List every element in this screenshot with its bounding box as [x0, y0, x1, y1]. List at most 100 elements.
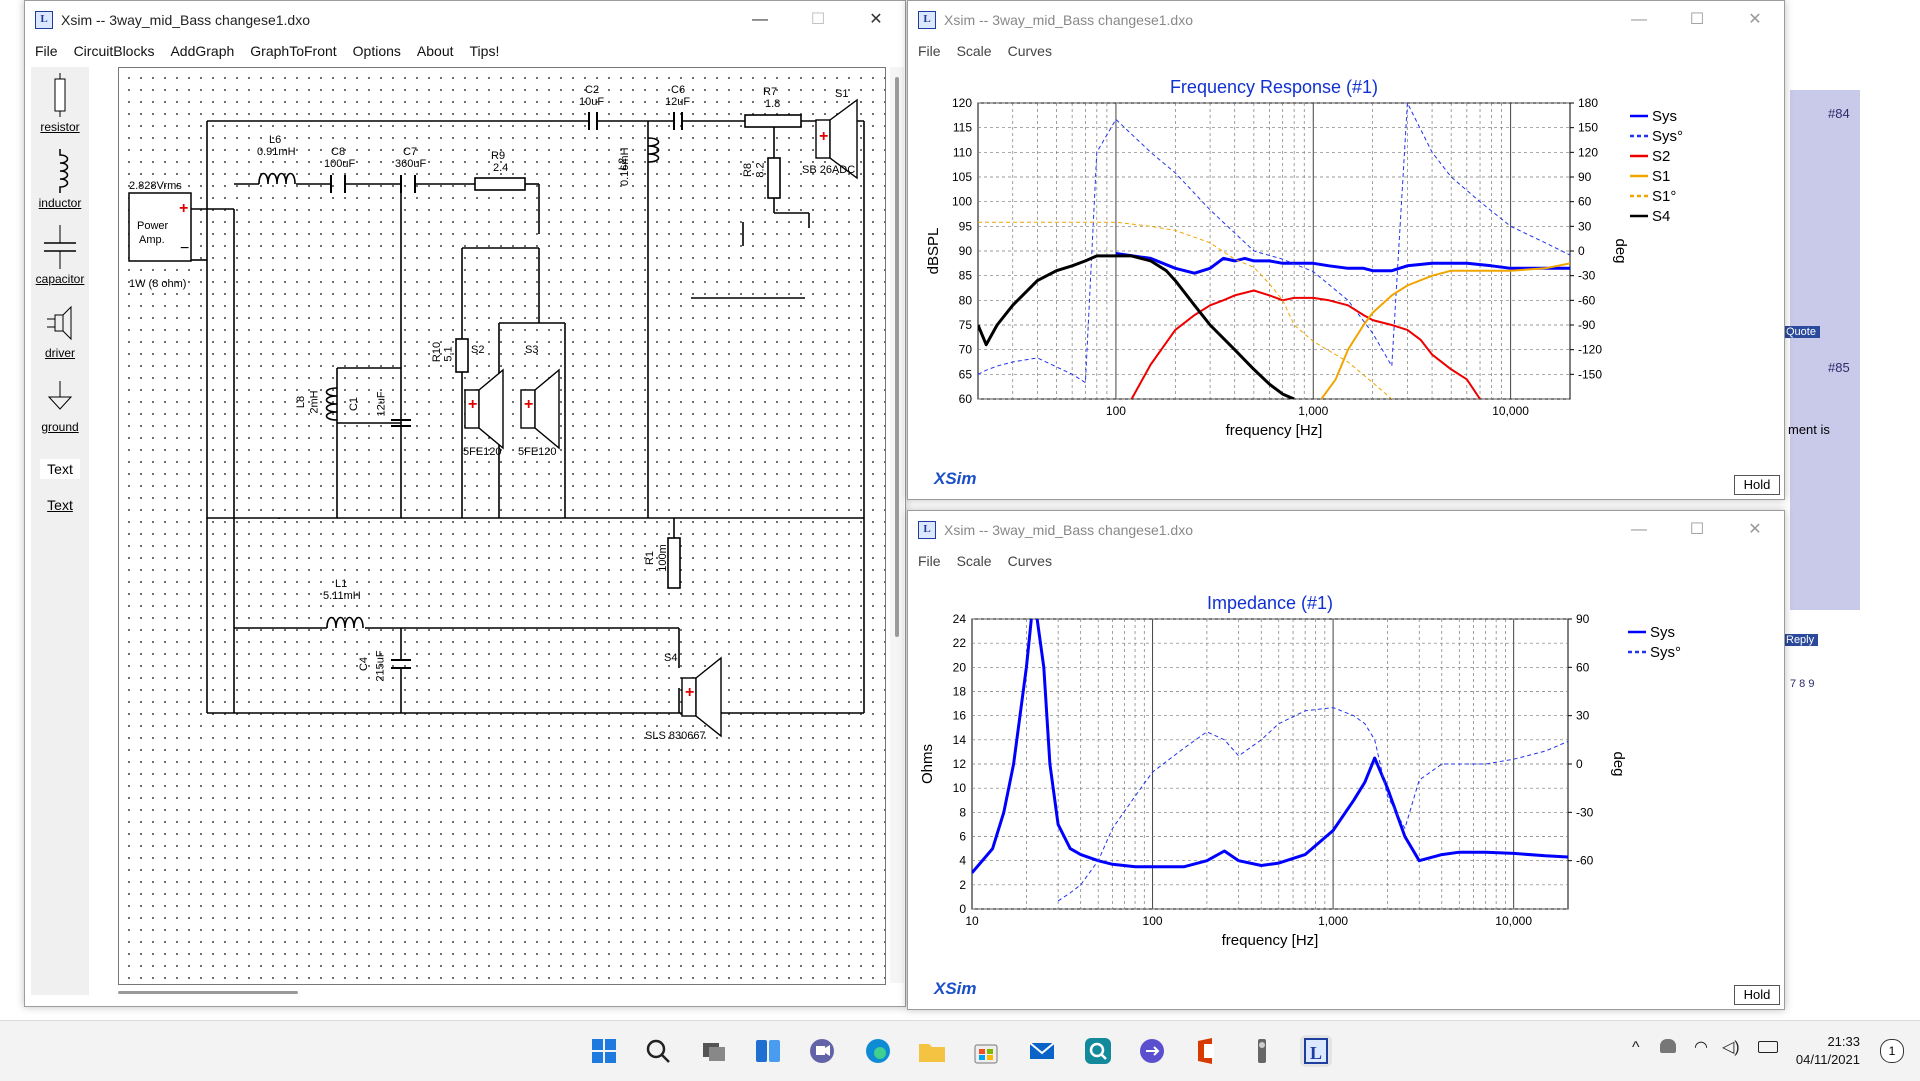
post-85-label: #85 [1828, 360, 1850, 375]
tool-ground[interactable]: ground [31, 377, 89, 434]
minimize-button[interactable]: — [752, 11, 768, 28]
schematic-horizontal-scrollbar[interactable] [118, 987, 884, 997]
tool-ground-label: ground [41, 420, 79, 434]
close-button[interactable]: ✕ [1748, 11, 1762, 28]
menu-about[interactable]: About [416, 43, 454, 59]
r1-value: 100m [656, 544, 669, 572]
y-tick-label: 75 [959, 318, 973, 332]
system-clock[interactable]: 21:33 04/11/2021 [1796, 1033, 1860, 1069]
battery-icon[interactable] [1758, 1041, 1778, 1053]
menu-file[interactable]: File [918, 553, 941, 569]
magnifier-app-icon[interactable] [1082, 1035, 1114, 1067]
freq-response-window: L Xsim -- 3way_mid_Bass changese1.dxo — … [907, 0, 1785, 500]
minimize-button[interactable]: — [1631, 11, 1647, 28]
tool-inductor[interactable]: inductor [31, 149, 89, 210]
notification-badge[interactable]: 1 [1880, 1039, 1904, 1063]
r9-label: R9 [491, 150, 506, 162]
store-icon[interactable] [970, 1035, 1002, 1067]
y2-tick-label: 90 [1578, 170, 1592, 184]
close-button[interactable]: ✕ [1748, 521, 1762, 538]
tool-text-link[interactable]: Text [31, 497, 89, 513]
wifi-icon[interactable]: ◠ [1694, 1039, 1708, 1056]
y-tick-label: 12 [953, 757, 967, 771]
mail-icon[interactable] [1026, 1035, 1058, 1067]
svg-text:+: + [819, 128, 828, 145]
hold-button[interactable]: Hold [1734, 985, 1780, 1005]
y2-tick-label: 60 [1576, 660, 1590, 674]
y-tick-label: 6 [959, 830, 966, 844]
file-explorer-icon[interactable] [916, 1035, 948, 1067]
tool-capacitor[interactable]: capacitor [31, 225, 89, 286]
svg-text:+: + [524, 396, 533, 413]
widgets-icon[interactable] [752, 1035, 784, 1067]
office-icon[interactable] [1190, 1035, 1222, 1067]
menu-options[interactable]: Options [352, 43, 401, 59]
menu-file[interactable]: File [918, 43, 941, 59]
menu-scale[interactable]: Scale [956, 553, 992, 569]
search-icon[interactable] [642, 1035, 674, 1067]
menu-file[interactable]: File [35, 43, 58, 59]
x-tick-label: 10 [965, 914, 979, 928]
maximize-button[interactable]: ☐ [1689, 521, 1705, 538]
hold-button[interactable]: Hold [1734, 475, 1780, 495]
chart-title: Frequency Response (#1) [1170, 77, 1378, 97]
task-view-icon[interactable] [698, 1035, 730, 1067]
y-axis-label: dBSPL [925, 228, 942, 275]
schematic-vertical-scrollbar[interactable] [890, 67, 904, 983]
edge-icon[interactable] [862, 1035, 894, 1067]
x-axis-label: frequency [Hz] [1222, 932, 1319, 949]
schematic-vscroll-thumb[interactable] [895, 77, 899, 637]
schematic-canvas[interactable]: ++ ++ + − C2 10uF C6 12uF R7 1.8 S1 SB 2… [118, 67, 886, 985]
imp-titlebar[interactable]: L Xsim -- 3way_mid_Bass changese1.dxo — … [908, 511, 1784, 549]
remote-app-icon[interactable] [1136, 1035, 1168, 1067]
start-icon[interactable] [588, 1035, 620, 1067]
c7-label: C7 [403, 146, 418, 158]
schematic-menubar: File CircuitBlocks AddGraph GraphToFront… [25, 39, 905, 63]
chat-icon[interactable] [806, 1035, 838, 1067]
s2-value: 5FE120 [463, 446, 502, 458]
volume-icon[interactable]: ◁) [1722, 1039, 1740, 1056]
tray-app-icon[interactable] [1660, 1039, 1676, 1053]
x-tick-label: 100 [1106, 404, 1126, 418]
tool-text[interactable]: Text [31, 459, 89, 479]
minimize-button[interactable]: — [1631, 521, 1647, 538]
freq-titlebar[interactable]: L Xsim -- 3way_mid_Bass changese1.dxo — … [908, 1, 1784, 39]
maximize-button[interactable]: ☐ [810, 11, 826, 28]
menu-curves[interactable]: Curves [1007, 43, 1052, 59]
inductor-icon [59, 149, 69, 193]
chart-title: Impedance (#1) [1207, 593, 1333, 613]
tool-driver-label: driver [44, 346, 75, 360]
xsim-taskbar-icon[interactable]: L [1300, 1035, 1332, 1067]
menu-curves[interactable]: Curves [1007, 553, 1052, 569]
menu-scale[interactable]: Scale [956, 43, 992, 59]
tray-chevron-icon[interactable]: ^ [1632, 1039, 1640, 1056]
tool-driver[interactable]: driver [31, 303, 89, 360]
pagination[interactable]: 7 8 9 [1790, 678, 1815, 690]
y2-tick-label: 120 [1578, 145, 1598, 159]
source-voltage: 2.828Vrms [129, 180, 182, 192]
y-tick-label: 85 [959, 269, 973, 283]
y-tick-label: 10 [953, 781, 967, 795]
y-tick-label: 4 [959, 854, 966, 868]
legend-label: S4 [1652, 208, 1670, 225]
menu-tips[interactable]: Tips! [469, 43, 500, 59]
schematic-hscroll-thumb[interactable] [118, 991, 298, 994]
c4-value: 215uF [374, 650, 387, 682]
tool-resistor[interactable]: resistor [31, 73, 89, 134]
y-tick-label: 8 [959, 805, 966, 819]
taskbar: L ^ ◠ ◁) 21:33 04/11/2021 1 [0, 1020, 1920, 1081]
menu-graphtofront[interactable]: GraphToFront [250, 43, 337, 59]
app-tool-icon[interactable] [1246, 1035, 1278, 1067]
y2-tick-label: -30 [1576, 805, 1594, 819]
menu-addgraph[interactable]: AddGraph [170, 43, 235, 59]
close-button[interactable]: ✕ [869, 11, 883, 28]
reply-button[interactable]: Reply [1782, 634, 1819, 646]
quote-button[interactable]: Quote [1782, 326, 1820, 338]
maximize-button[interactable]: ☐ [1689, 11, 1705, 28]
freq-menubar: File Scale Curves [908, 39, 1784, 63]
frequency-response-chart[interactable]: 1201151101051009590858075706560180150120… [908, 63, 1784, 499]
schematic-titlebar[interactable]: L Xsim -- 3way_mid_Bass changese1.dxo — … [25, 1, 905, 39]
resistor-icon [54, 73, 66, 117]
menu-circuitblocks[interactable]: CircuitBlocks [73, 43, 155, 59]
